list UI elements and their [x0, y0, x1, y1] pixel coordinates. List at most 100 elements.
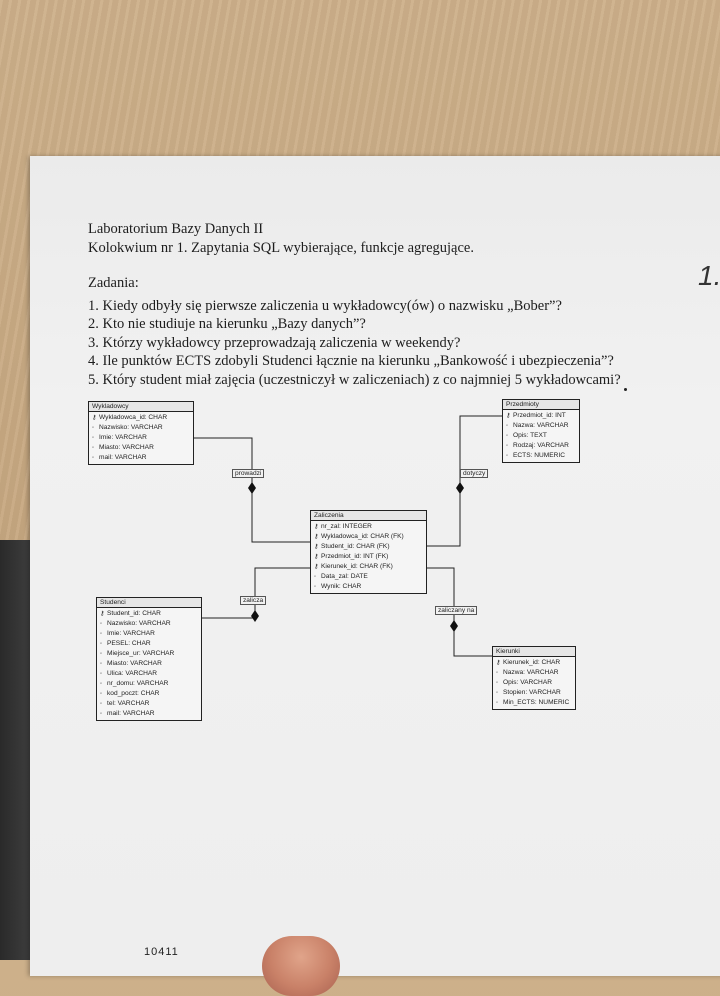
attribute-row: ◦Miasto: VARCHAR: [92, 444, 154, 451]
key-icon: ⚷: [314, 524, 319, 530]
attribute-row: ◦Wynik: CHAR: [314, 583, 362, 590]
attribute-row: ⚷nr_zal: INTEGER: [314, 523, 372, 530]
task-item: 2. Kto nie studiuje na kierunku „Bazy da…: [88, 316, 366, 332]
attr-dot-icon: ◦: [100, 641, 103, 647]
task-item: 1. Kiedy odbyły się pierwsze zaliczenia …: [88, 297, 562, 314]
key-icon: ⚷: [314, 554, 319, 560]
key-icon: ⚷: [100, 611, 105, 617]
attribute-row: ⚷Wykladowca_id: CHAR (FK): [314, 533, 404, 540]
attribute-row: ◦Imie: VARCHAR: [92, 434, 147, 441]
entity-wykladowcy: Wykladowcy ⚷Wykladowca_id: CHAR ◦Nazwisk…: [88, 401, 194, 465]
attr-dot-icon: ◦: [496, 690, 499, 696]
attr-dot-icon: ◦: [92, 445, 95, 451]
attribute-row: ◦Rodzaj: VARCHAR: [506, 442, 569, 449]
entity-title: Wykladowcy: [89, 402, 193, 412]
diamond-marker-zalicza: [251, 610, 259, 622]
attribute-row: ⚷Kierunek_id: CHAR: [496, 659, 561, 666]
attribute-row: ◦kod_poczt: CHAR: [100, 690, 160, 697]
attribute-row: ◦Data_zal: DATE: [314, 573, 368, 580]
course-title: Laboratorium Bazy Danych II: [88, 221, 264, 237]
attr-dot-icon: ◦: [100, 621, 103, 627]
key-icon: ⚷: [496, 660, 501, 666]
attribute-row: ◦nr_domu: VARCHAR: [100, 680, 169, 687]
attr-dot-icon: ◦: [506, 443, 509, 449]
attribute-row: ◦Opis: TEXT: [506, 432, 547, 439]
attr-dot-icon: ◦: [506, 423, 509, 429]
task-item: 4. Ile punktów ECTS zdobyli Studenci łąc…: [88, 353, 614, 369]
attribute-row: ◦mail: VARCHAR: [100, 710, 155, 717]
attr-dot-icon: ◦: [496, 700, 499, 706]
key-icon: ⚷: [314, 564, 319, 570]
attribute-row: ◦mail: VARCHAR: [92, 454, 147, 461]
pen-dot: [624, 388, 627, 391]
tasks-heading: Zadania:: [88, 275, 139, 291]
attr-dot-icon: ◦: [496, 680, 499, 686]
er-connectors: [192, 415, 502, 657]
thumb-photo-artifact: [262, 936, 340, 996]
attribute-row: ⚷Przedmiot_id: INT (FK): [314, 553, 389, 560]
attr-dot-icon: ◦: [314, 574, 317, 580]
connector-zalicza: [200, 567, 310, 619]
task-item: 3. Którzy wykładowcy przeprowadzają zali…: [88, 334, 461, 351]
attr-dot-icon: ◦: [506, 433, 509, 439]
connector-dotyczy: [425, 415, 502, 547]
entity-kierunki: Kierunki ⚷Kierunek_id: CHAR ◦Nazwa: VARC…: [492, 646, 576, 710]
attribute-row: ⚷Wykladowca_id: CHAR: [92, 414, 168, 421]
sheet-header: Laboratorium Bazy Danych II Kolokwium nr…: [88, 220, 474, 257]
key-icon: ⚷: [92, 415, 97, 421]
footer-fragment: 10411: [144, 946, 179, 958]
entity-title: Przedmioty: [503, 400, 579, 410]
attribute-row: ⚷Student_id: CHAR: [100, 610, 161, 617]
relation-dotyczy: dotyczy: [460, 469, 489, 478]
attribute-row: ◦Nazwa: VARCHAR: [506, 422, 569, 429]
attribute-row: ⚷Kierunek_id: CHAR (FK): [314, 563, 393, 570]
attr-dot-icon: ◦: [100, 651, 103, 657]
entity-przedmioty: Przedmioty ⚷Przedmiot_id: INT ◦Nazwa: VA…: [502, 399, 580, 463]
attr-dot-icon: ◦: [314, 584, 317, 590]
attribute-row: ◦PESEL: CHAR: [100, 640, 151, 647]
relation-zalicza: zalicza: [240, 596, 267, 605]
entity-title: Zaliczenia: [311, 511, 426, 521]
diamond-marker-zaliczany-na: [450, 620, 458, 632]
attr-dot-icon: ◦: [100, 661, 103, 667]
key-icon: ⚷: [314, 544, 319, 550]
diamond-marker-dotyczy: [456, 482, 464, 494]
entity-zaliczenia: Zaliczenia ⚷nr_zal: INTEGER ⚷Wykladowca_…: [310, 510, 427, 594]
relation-zaliczany-na: zaliczany na: [435, 606, 478, 615]
attribute-row: ⚷Przedmiot_id: INT: [506, 412, 566, 419]
page-number-handwritten: 1.: [698, 260, 720, 291]
attribute-row: ◦Opis: VARCHAR: [496, 679, 552, 686]
attr-dot-icon: ◦: [100, 691, 103, 697]
attr-dot-icon: ◦: [92, 425, 95, 431]
attribute-row: ◦Stopien: VARCHAR: [496, 689, 561, 696]
attr-dot-icon: ◦: [92, 455, 95, 461]
attribute-row: ◦tel: VARCHAR: [100, 700, 150, 707]
attr-dot-icon: ◦: [100, 701, 103, 707]
relation-prowadzi: prowadzi: [232, 469, 265, 478]
entity-studenci: Studenci ⚷Student_id: CHAR ◦Nazwisko: VA…: [96, 597, 202, 721]
exam-sheet: Laboratorium Bazy Danych II Kolokwium nr…: [30, 156, 720, 976]
attr-dot-icon: ◦: [92, 435, 95, 441]
diamond-marker-prowadzi: [248, 482, 256, 494]
attr-dot-icon: ◦: [496, 670, 499, 676]
attr-dot-icon: ◦: [100, 631, 103, 637]
attribute-row: ◦Nazwisko: VARCHAR: [92, 424, 163, 431]
attribute-row: ◦Ulica: VARCHAR: [100, 670, 158, 677]
attribute-row: ◦Imie: VARCHAR: [100, 630, 155, 637]
test-title: Kolokwium nr 1. Zapytania SQL wybierając…: [88, 239, 474, 256]
task-item: 5. Który student miał zajęcia (uczestnic…: [88, 371, 621, 388]
attribute-row: ◦Nazwisko: VARCHAR: [100, 620, 171, 627]
attribute-row: ◦Nazwa: VARCHAR: [496, 669, 559, 676]
attribute-row: ◦ECTS: NUMERIC: [506, 452, 566, 459]
key-icon: ⚷: [506, 413, 511, 419]
entity-title: Kierunki: [493, 647, 575, 657]
entity-title: Studenci: [97, 598, 201, 608]
key-icon: ⚷: [314, 534, 319, 540]
attribute-row: ◦Miasto: VARCHAR: [100, 660, 162, 667]
attr-dot-icon: ◦: [100, 671, 103, 677]
tasks-list: Zadania: 1. Kiedy odbyły się pierwsze za…: [88, 274, 621, 389]
attr-dot-icon: ◦: [506, 453, 509, 459]
attr-dot-icon: ◦: [100, 711, 103, 717]
attribute-row: ⚷Student_id: CHAR (FK): [314, 543, 390, 550]
attr-dot-icon: ◦: [100, 681, 103, 687]
